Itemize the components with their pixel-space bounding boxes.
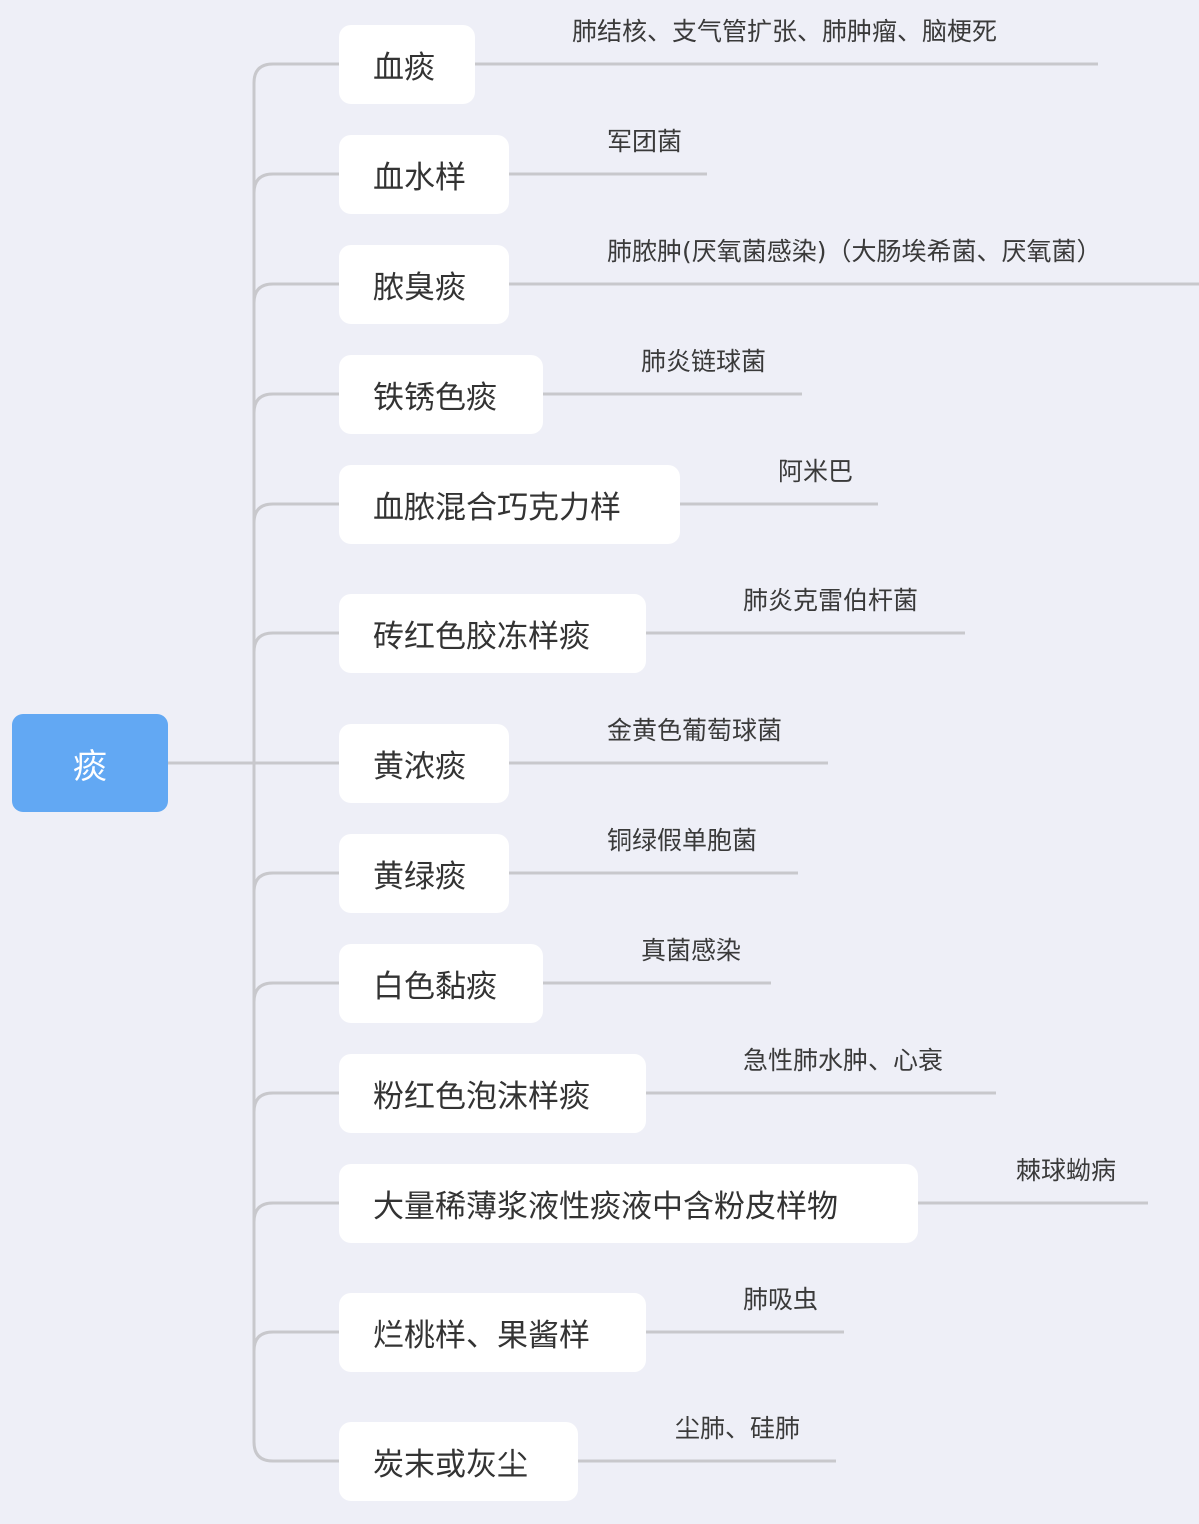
branch-node[interactable]: 铁锈色痰 <box>339 355 543 434</box>
branch-label: 砖红色胶冻样痰 <box>373 619 590 655</box>
branch-label: 血痰 <box>373 50 435 86</box>
branch-node[interactable]: 砖红色胶冻样痰 <box>339 594 646 673</box>
branch-label: 脓臭痰 <box>373 270 466 306</box>
branch-label: 白色黏痰 <box>373 969 497 1005</box>
detail-label[interactable]: 军团菌 <box>607 127 683 156</box>
detail-label[interactable]: 急性肺水肿、心衰 <box>743 1046 944 1075</box>
branch-node[interactable]: 血痰 <box>339 25 475 104</box>
branch-label: 粉红色泡沫样痰 <box>373 1079 590 1115</box>
detail-label[interactable]: 肺炎链球菌 <box>641 347 767 376</box>
branch-label: 黄浓痰 <box>373 749 466 785</box>
branch-node[interactable]: 炭末或灰尘 <box>339 1422 578 1501</box>
branch-node[interactable]: 白色黏痰 <box>339 944 543 1023</box>
detail-label[interactable]: 阿米巴 <box>778 457 854 486</box>
branch-label: 血水样 <box>373 160 466 196</box>
root-label: 痰 <box>73 746 107 787</box>
branch-label: 血脓混合巧克力样 <box>373 490 621 526</box>
detail-label[interactable]: 肺炎克雷伯杆菌 <box>743 586 919 615</box>
branch-label: 大量稀薄浆液性痰液中含粉皮样物 <box>373 1189 838 1225</box>
branch-label: 烂桃样、果酱样 <box>373 1318 590 1354</box>
detail-label[interactable]: 肺吸虫 <box>743 1285 819 1314</box>
branch-node[interactable]: 血脓混合巧克力样 <box>339 465 680 544</box>
branch-node[interactable]: 血水样 <box>339 135 509 214</box>
branch-node[interactable]: 烂桃样、果酱样 <box>339 1293 646 1372</box>
detail-label[interactable]: 棘球蚴病 <box>1016 1156 1117 1185</box>
branch-node[interactable]: 黄浓痰 <box>339 724 509 803</box>
branch-node[interactable]: 脓臭痰 <box>339 245 509 324</box>
detail-label[interactable]: 肺结核、支气管扩张、肺肿瘤、脑梗死 <box>572 17 998 46</box>
detail-label[interactable]: 真菌感染 <box>641 936 742 965</box>
branch-label: 黄绿痰 <box>373 859 466 895</box>
detail-label[interactable]: 铜绿假单胞菌 <box>607 826 758 855</box>
branch-label: 炭末或灰尘 <box>373 1447 528 1483</box>
branch-label: 铁锈色痰 <box>373 380 497 416</box>
root-node[interactable]: 痰 <box>12 714 168 812</box>
detail-label[interactable]: 肺脓肿(厌氧菌感染)（大肠埃希菌、厌氧菌） <box>607 237 1102 266</box>
branch-node[interactable]: 黄绿痰 <box>339 834 509 913</box>
detail-label[interactable]: 金黄色葡萄球菌 <box>607 716 783 745</box>
branch-node[interactable]: 粉红色泡沫样痰 <box>339 1054 646 1133</box>
detail-label[interactable]: 尘肺、硅肺 <box>675 1414 801 1443</box>
branch-node[interactable]: 大量稀薄浆液性痰液中含粉皮样物 <box>339 1164 918 1243</box>
